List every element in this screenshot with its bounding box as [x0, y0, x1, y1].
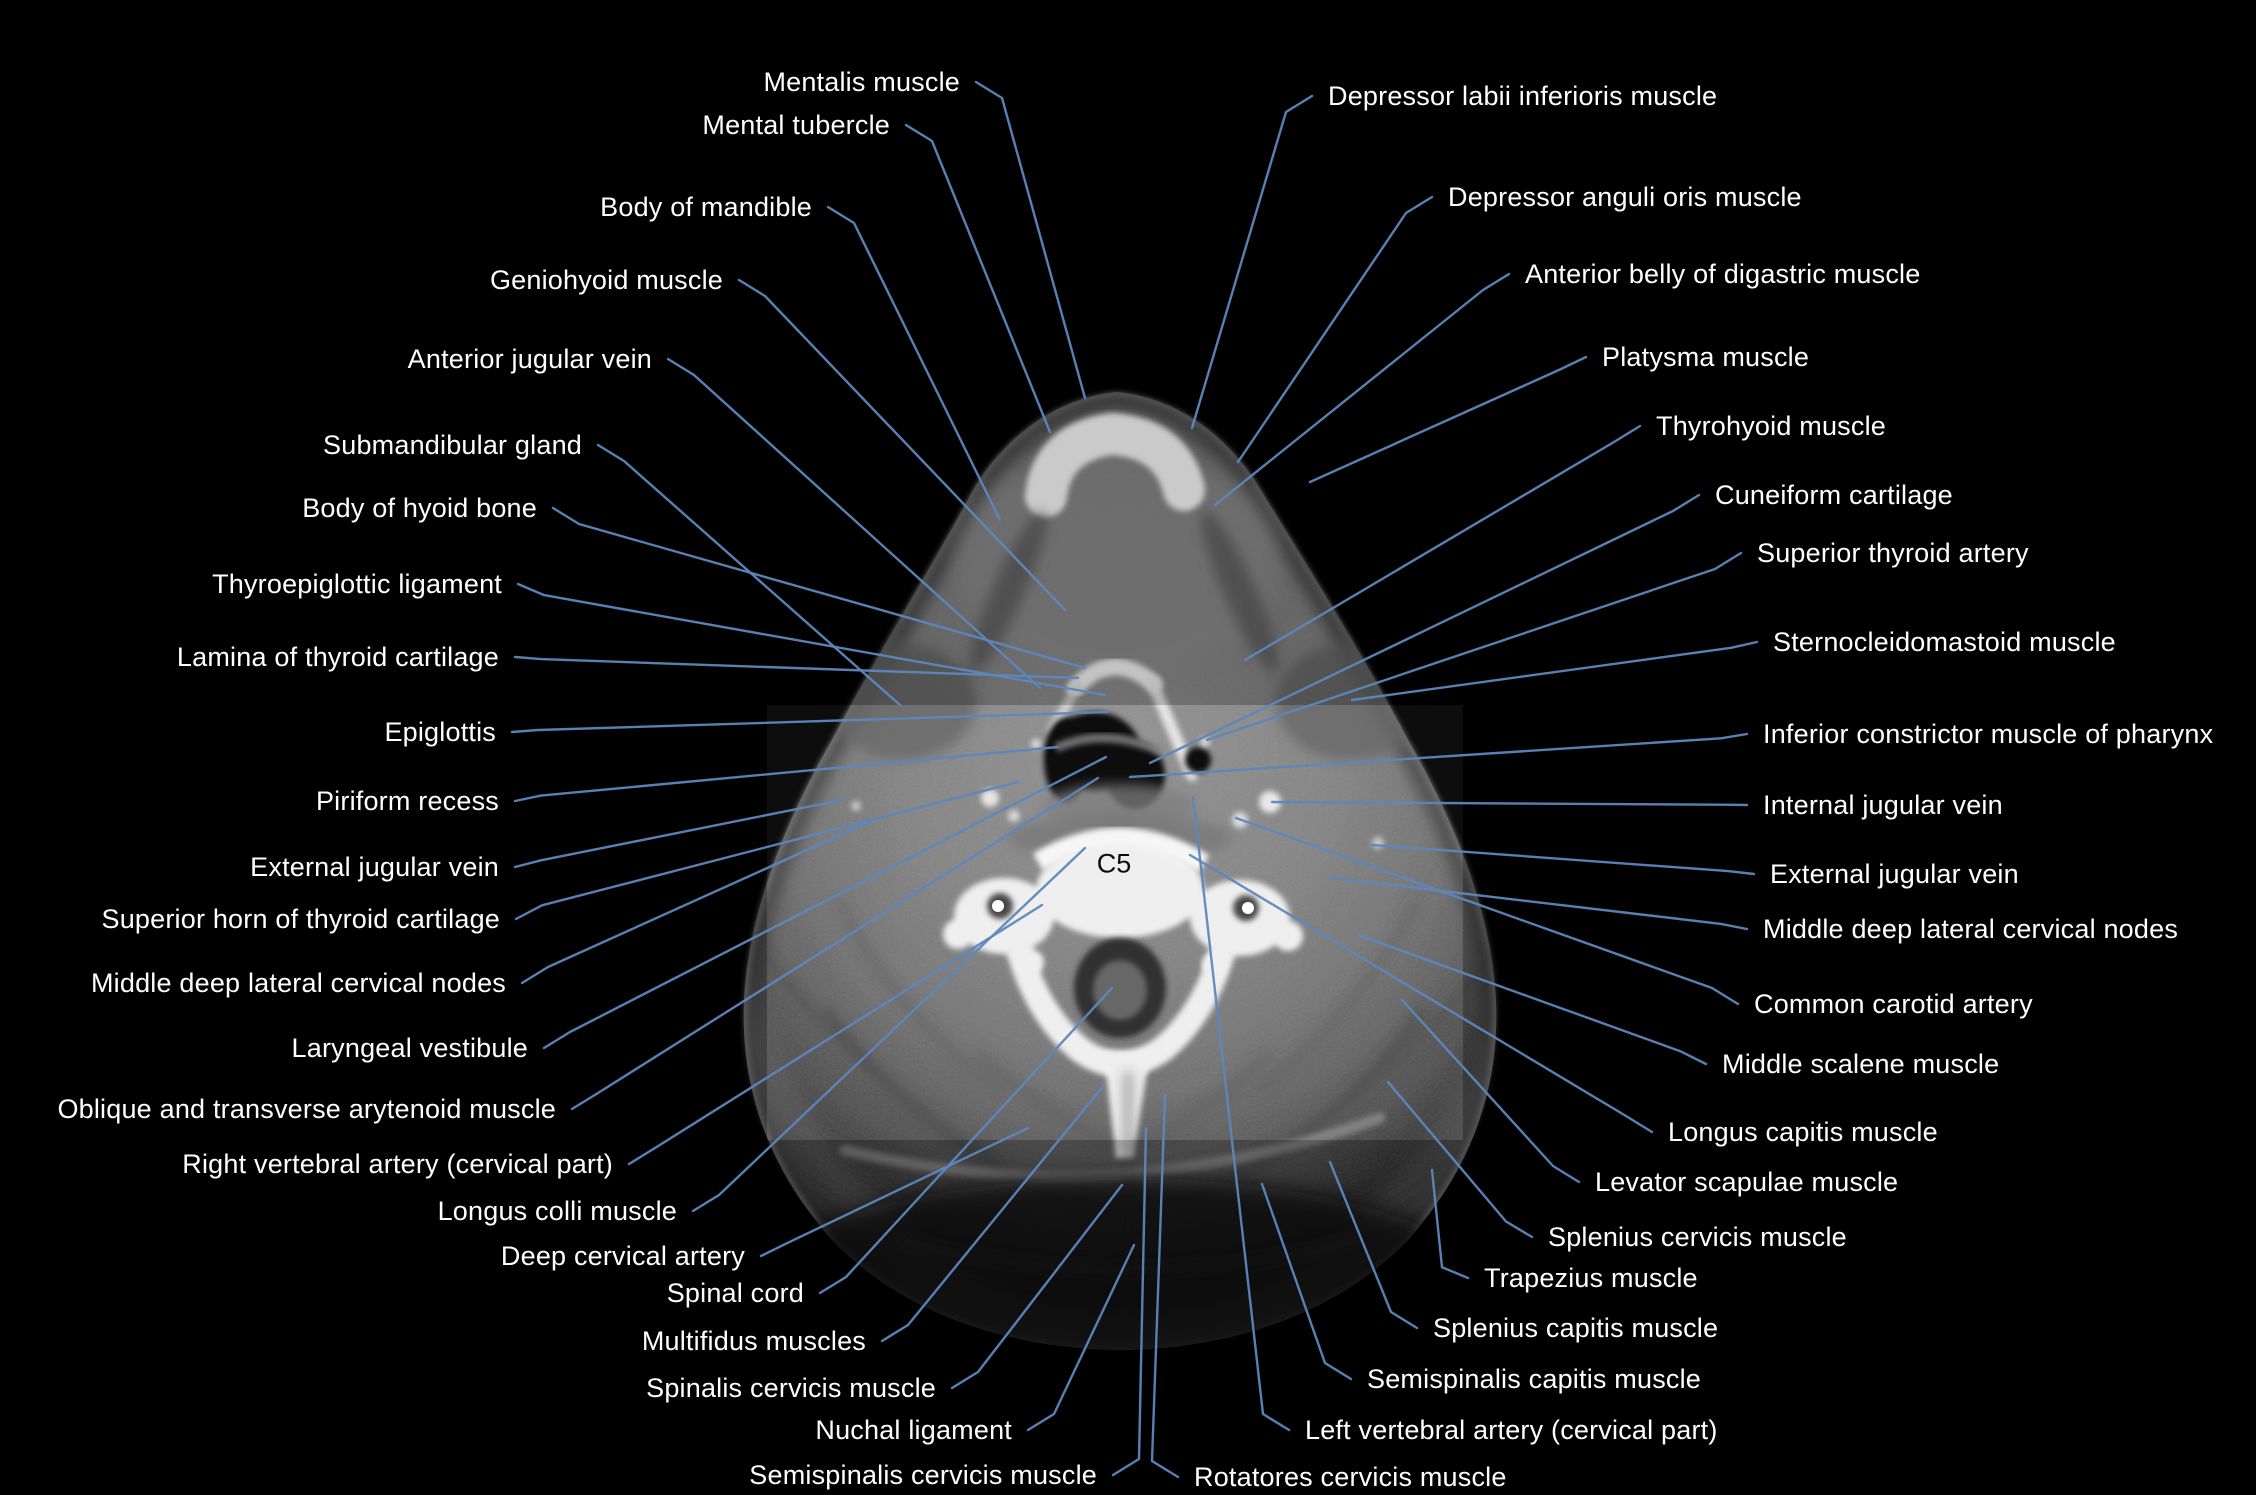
label-middle-deep-lateral-cervical-nodes: Middle deep lateral cervical nodes: [90, 968, 506, 998]
label-splenius-cervicis-muscle: Splenius cervicis muscle: [1548, 1222, 1847, 1252]
label-anterior-jugular-vein: Anterior jugular vein: [407, 344, 652, 374]
label-mental-tubercle: Mental tubercle: [702, 110, 890, 140]
label-depressor-anguli-oris-muscle: Depressor anguli oris muscle: [1448, 182, 1802, 212]
label-levator-scapulae-muscle: Levator scapulae muscle: [1595, 1167, 1899, 1197]
label-piriform-recess: Piriform recess: [315, 786, 499, 816]
label-middle-scalene-muscle: Middle scalene muscle: [1722, 1049, 2000, 1079]
label-external-jugular-vein: External jugular vein: [250, 852, 499, 882]
label-semispinalis-cervicis-muscle: Semispinalis cervicis muscle: [749, 1460, 1097, 1490]
label-thyroepiglottic-ligament: Thyroepiglottic ligament: [212, 569, 502, 599]
label-sternocleidomastoid-muscle: Sternocleidomastoid muscle: [1773, 627, 2116, 657]
label-longus-capitis-muscle: Longus capitis muscle: [1668, 1117, 1938, 1147]
label-external-jugular-vein: External jugular vein: [1770, 859, 2019, 889]
label-oblique-and-transverse-arytenoid-muscle: Oblique and transverse arytenoid muscle: [57, 1094, 556, 1124]
label-submandibular-gland: Submandibular gland: [323, 430, 582, 460]
label-epiglottis: Epiglottis: [384, 717, 496, 747]
label-cuneiform-cartilage: Cuneiform cartilage: [1715, 480, 1953, 510]
label-body-of-hyoid-bone: Body of hyoid bone: [302, 493, 537, 523]
label-anterior-belly-of-digastric-muscle: Anterior belly of digastric muscle: [1525, 259, 1921, 289]
label-platysma-muscle: Platysma muscle: [1602, 342, 1810, 372]
label-left-vertebral-artery-cervical-part: Left vertebral artery (cervical part): [1305, 1415, 1718, 1445]
label-common-carotid-artery: Common carotid artery: [1754, 989, 2033, 1019]
vertebra-level-marker: C5: [1096, 848, 1132, 879]
label-lamina-of-thyroid-cartilage: Lamina of thyroid cartilage: [176, 642, 499, 672]
label-middle-deep-lateral-cervical-nodes: Middle deep lateral cervical nodes: [1763, 914, 2179, 944]
label-deep-cervical-artery: Deep cervical artery: [500, 1241, 745, 1271]
label-semispinalis-capitis-muscle: Semispinalis capitis muscle: [1367, 1364, 1702, 1394]
label-geniohyoid-muscle: Geniohyoid muscle: [489, 265, 723, 295]
label-laryngeal-vestibule: Laryngeal vestibule: [291, 1033, 528, 1063]
label-spinalis-cervicis-muscle: Spinalis cervicis muscle: [646, 1373, 936, 1403]
label-nuchal-ligament: Nuchal ligament: [815, 1415, 1012, 1445]
label-mentalis-muscle: Mentalis muscle: [763, 67, 960, 97]
label-inferior-constrictor-muscle-of-pharynx: Inferior constrictor muscle of pharynx: [1763, 719, 2214, 749]
label-body-of-mandible: Body of mandible: [600, 192, 812, 222]
label-right-vertebral-artery-cervical-part: Right vertebral artery (cervical part): [182, 1149, 613, 1179]
label-internal-jugular-vein: Internal jugular vein: [1763, 790, 2003, 820]
label-superior-thyroid-artery: Superior thyroid artery: [1757, 538, 2029, 568]
label-spinal-cord: Spinal cord: [666, 1278, 804, 1308]
label-rotatores-cervicis-muscle: Rotatores cervicis muscle: [1194, 1462, 1507, 1492]
label-depressor-labii-inferioris-muscle: Depressor labii inferioris muscle: [1328, 81, 1718, 111]
label-multifidus-muscles: Multifidus muscles: [641, 1326, 866, 1356]
label-longus-colli-muscle: Longus colli muscle: [437, 1196, 677, 1226]
label-trapezius-muscle: Trapezius muscle: [1484, 1263, 1698, 1293]
label-splenius-capitis-muscle: Splenius capitis muscle: [1433, 1313, 1719, 1343]
label-thyrohyoid-muscle: Thyrohyoid muscle: [1656, 411, 1886, 441]
label-superior-horn-of-thyroid-cartilage: Superior horn of thyroid cartilage: [101, 904, 500, 934]
highlight-region: [767, 705, 1463, 1140]
